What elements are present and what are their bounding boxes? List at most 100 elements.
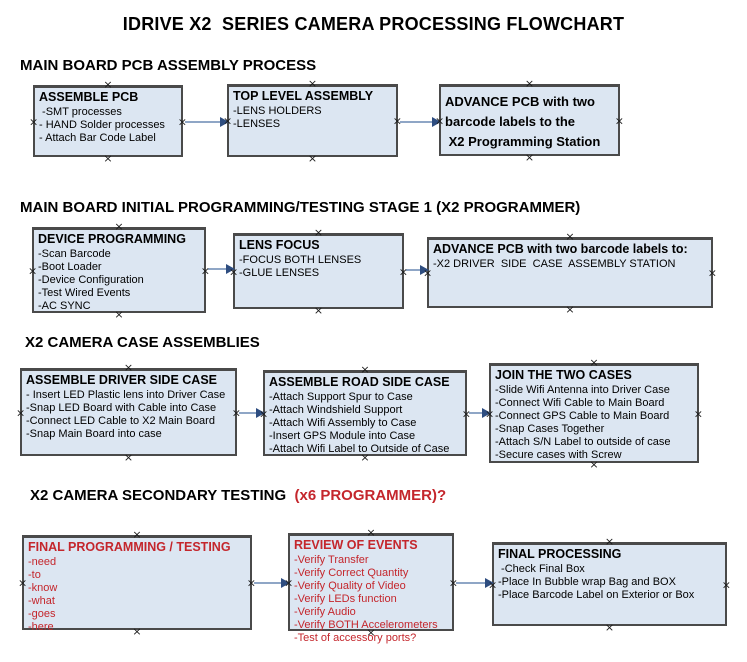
handle-left-icon: ×: [259, 407, 269, 420]
connector-arrow: [185, 117, 229, 127]
section-header-text: MAIN BOARD INITIAL PROGRAMMING/TESTING S…: [20, 199, 581, 216]
handle-left-icon: ×: [435, 114, 445, 127]
box-line: -Attach Windshield Support: [269, 404, 403, 416]
box-title: FINAL PROGRAMMING / TESTING: [28, 540, 231, 554]
box-items: -Scan Barcode-Boot Loader-Device Configu…: [38, 248, 200, 313]
box-line: -Device Configuration: [38, 274, 144, 286]
handle-left-icon: ×: [28, 264, 38, 277]
handle-top-icon: ×: [565, 230, 575, 243]
connector-arrow: [239, 408, 265, 418]
handle-bottom-icon: ×: [123, 451, 134, 464]
handle-bottom-icon: ×: [604, 621, 615, 634]
box-line: -know: [28, 582, 58, 594]
handle-bottom-icon: ×: [565, 303, 575, 316]
connector-arrow: [254, 578, 290, 588]
box-items: -X2 DRIVER SIDE CASE ASSEMBLY STATION: [433, 258, 707, 271]
handle-left-icon: ×: [488, 578, 498, 591]
handle-right-icon: ×: [398, 265, 408, 278]
box-line: -Attach Wifi Label to Outside of Case: [269, 443, 450, 455]
arrowhead-icon: [226, 264, 235, 274]
section-header-case-assemblies: X2 CAMERA CASE ASSEMBLIES: [25, 334, 260, 351]
box-line: -SMT processes: [39, 106, 122, 118]
handle-right-icon: ×: [461, 407, 471, 420]
box-line: -Secure cases with Screw: [495, 449, 622, 461]
handle-right-icon: ×: [614, 114, 624, 127]
handle-right-icon: ×: [200, 264, 210, 277]
handle-top-icon: ×: [103, 78, 113, 91]
box-items: -Check Final Box-Place In Bubble wrap Ba…: [498, 563, 721, 602]
handle-right-icon: ×: [177, 115, 187, 128]
handle-bottom-icon: ×: [360, 451, 370, 464]
box-line: -Check Final Box: [498, 563, 585, 575]
handle-bottom-icon: ×: [103, 152, 113, 165]
box-line: -Slide Wifi Antenna into Driver Case: [495, 384, 670, 396]
arrowhead-icon: [256, 408, 265, 418]
flow-box-assemble-driver-side-case: ×××× ASSEMBLE DRIVER SIDE CASE - Insert …: [16, 362, 241, 463]
box-line: -Place Barcode Label on Exterior or Box: [498, 589, 695, 601]
box-line: -Snap Cases Together: [495, 423, 605, 435]
handle-bottom-icon: ×: [524, 151, 535, 164]
box-line: -Attach S/N Label to outside of case: [495, 436, 671, 448]
flow-box-review-of-events: ×××× REVIEW OF EVENTS -Verify Transfer-V…: [284, 527, 458, 644]
flow-box-lens-focus: ×××× LENS FOCUS -FOCUS BOTH LENSES-GLUE …: [229, 227, 408, 316]
handle-top-icon: ×: [123, 361, 134, 374]
box-line: -LENS HOLDERS: [233, 105, 322, 117]
section-header-pcb-assembly: MAIN BOARD PCB ASSEMBLY PROCESS: [20, 57, 316, 74]
box-items: -Attach Support Spur to Case-Attach Wind…: [269, 391, 461, 456]
handle-right-icon: ×: [231, 406, 241, 419]
section-header-accent: (x6 PROGRAMMER)?: [294, 487, 447, 504]
handle-top-icon: ×: [132, 528, 142, 541]
box-line: -FOCUS BOTH LENSES: [239, 254, 362, 266]
box-title: ASSEMBLE PCB: [39, 90, 139, 104]
handle-bottom-icon: ×: [366, 626, 376, 639]
box-line: -Verify Quality of Video: [294, 580, 406, 592]
box-line: -Snap LED Board with Cable into Case: [26, 402, 217, 414]
box-title: ASSEMBLE DRIVER SIDE CASE: [26, 373, 218, 387]
handle-left-icon: ×: [423, 266, 433, 280]
handle-left-icon: ×: [284, 576, 294, 589]
box-items: -SMT processes- HAND Solder processes- A…: [39, 106, 177, 145]
box-line: -Scan Barcode: [38, 248, 111, 260]
handle-top-icon: ×: [114, 220, 124, 233]
section-header-initial-programming: MAIN BOARD INITIAL PROGRAMMING/TESTING S…: [20, 199, 580, 216]
box-line: -Verify Correct Quantity: [294, 567, 409, 579]
box-line: -Verify LEDs function: [294, 593, 397, 605]
box-items: -FOCUS BOTH LENSES-GLUE LENSES: [239, 254, 398, 280]
box-line: -AC SYNC: [38, 300, 91, 312]
handle-bottom-icon: ×: [114, 308, 124, 321]
flow-box-advance-pcb-case-assembly-station: ×××× ADVANCE PCB with two barcode labels…: [423, 231, 717, 315]
handle-right-icon: ×: [392, 114, 402, 128]
connector-arrow: [400, 117, 441, 127]
box-items: -Slide Wifi Antenna into Driver Case-Con…: [495, 384, 693, 462]
handle-left-icon: ×: [229, 265, 239, 278]
box-items: -LENS HOLDERS-LENSES: [233, 105, 392, 131]
section-header-text: X2 CAMERA SECONDARY TESTING: [30, 487, 295, 504]
flow-box-final-processing: ×××× FINAL PROCESSING -Check Final Box-P…: [488, 536, 731, 633]
box-line: - Attach Bar Code Label: [39, 132, 156, 144]
handle-right-icon: ×: [693, 407, 703, 420]
box-title: LENS FOCUS: [239, 238, 320, 252]
flow-box-device-programming: ×××× DEVICE PROGRAMMING -Scan Barcode-Bo…: [28, 221, 210, 320]
box-line: -X2 DRIVER SIDE CASE ASSEMBLY STATION: [433, 258, 676, 270]
box-line: -here: [28, 621, 54, 633]
box-line: -Verify Audio: [294, 606, 356, 618]
connector-arrow: [469, 408, 491, 418]
flow-box-assemble-pcb: ×××× ASSEMBLE PCB -SMT processes- HAND S…: [29, 79, 187, 164]
arrowhead-icon: [482, 408, 491, 418]
box-line: - Insert LED Plastic lens into Driver Ca…: [26, 389, 226, 401]
connector-arrow: [208, 264, 235, 274]
handle-right-icon: ×: [721, 578, 731, 591]
arrowhead-icon: [432, 117, 441, 127]
handle-top-icon: ×: [524, 77, 535, 90]
handle-top-icon: ×: [366, 526, 376, 539]
box-items: - Insert LED Plastic lens into Driver Ca…: [26, 389, 231, 441]
box-title: ADVANCE PCB with two barcode labels to:: [433, 242, 688, 256]
box-line: -Connect LED Cable to X2 Main Board: [26, 415, 215, 427]
box-line: -Place In Bubble wrap Bag and BOX: [498, 576, 676, 588]
box-line: - HAND Solder processes: [39, 119, 165, 131]
handle-top-icon: ×: [589, 356, 599, 369]
handle-top-icon: ×: [360, 363, 370, 376]
handle-top-icon: ×: [307, 77, 318, 90]
box-line: -to: [28, 569, 41, 581]
handle-left-icon: ×: [18, 576, 28, 590]
